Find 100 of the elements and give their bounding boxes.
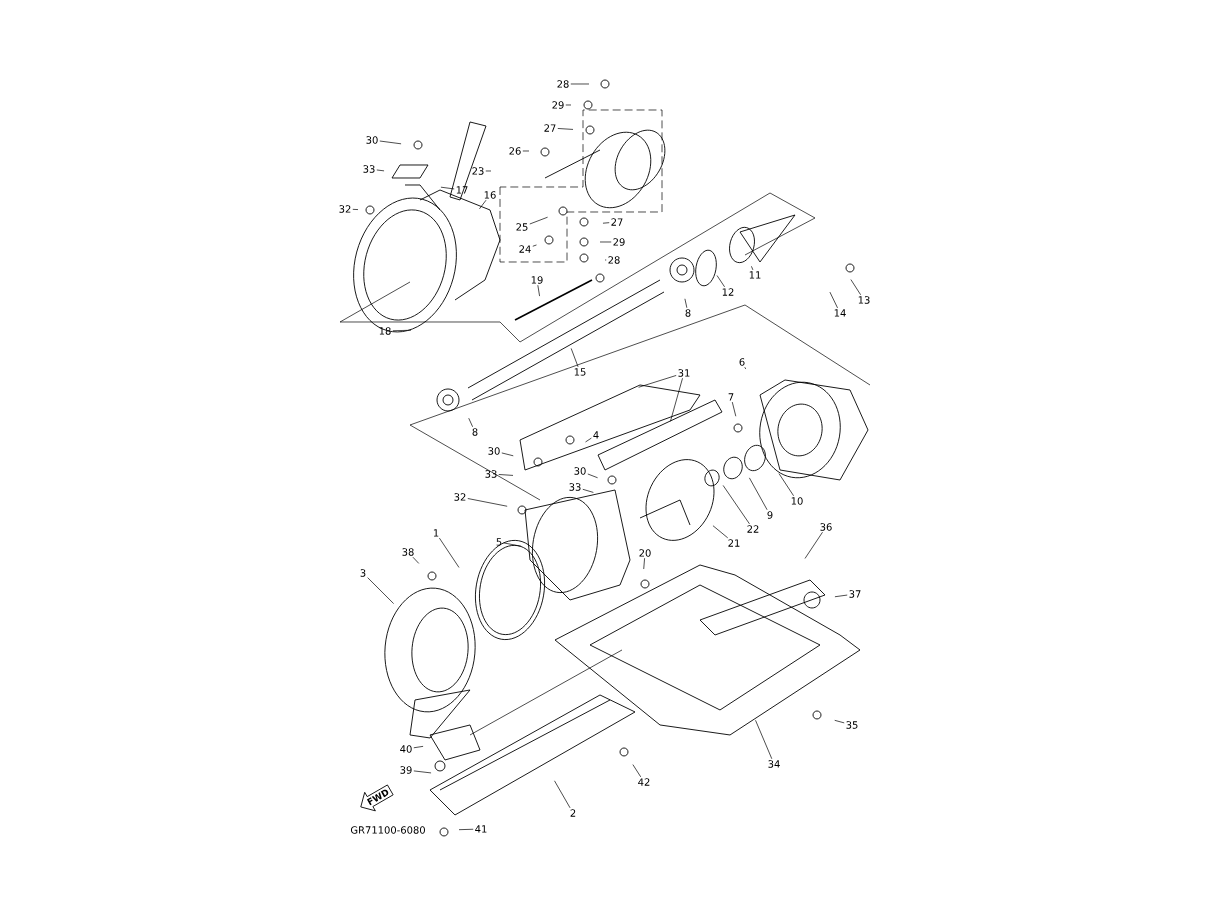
- callout-number: 9: [767, 511, 773, 519]
- leader-line: [755, 719, 773, 760]
- callout-number: 28: [608, 256, 620, 264]
- callout-number: 35: [846, 721, 858, 729]
- callout-number: 33: [485, 470, 497, 478]
- leader-line: [352, 209, 359, 210]
- callout-number: 41: [475, 825, 487, 833]
- callout-number: 30: [574, 467, 586, 475]
- callout-number: 32: [339, 205, 351, 213]
- leader-line: [829, 291, 838, 309]
- callout-number: 5: [496, 538, 502, 546]
- leader-line: [585, 437, 592, 443]
- leader-line: [632, 764, 642, 778]
- leader-line: [479, 199, 487, 210]
- callout-number: 18: [379, 327, 391, 335]
- callout-number: 21: [728, 539, 740, 547]
- leader-line: [834, 719, 845, 724]
- leader-line: [439, 537, 460, 568]
- leader-line: [367, 577, 394, 604]
- leader-line: [599, 241, 612, 243]
- leader-line: [582, 488, 594, 493]
- callout-number: 24: [519, 245, 531, 253]
- leader-line: [392, 329, 412, 332]
- leader-line: [602, 222, 610, 224]
- leader-line: [570, 348, 579, 368]
- callout-number: 6: [739, 358, 745, 366]
- leader-line: [751, 265, 754, 271]
- leader-line: [670, 377, 683, 422]
- callout-number: 4: [593, 431, 599, 439]
- leader-line: [638, 375, 677, 388]
- callout-number: 22: [747, 525, 759, 533]
- leader-line: [413, 746, 424, 749]
- leader-line: [716, 275, 725, 288]
- callout-number: 23: [472, 167, 484, 175]
- callout-number: 16: [484, 191, 496, 199]
- callout-number: 27: [544, 124, 556, 132]
- callout-number: 33: [363, 165, 375, 173]
- callout-number: 1: [433, 529, 439, 537]
- callout-number: 42: [638, 778, 650, 786]
- callout-number: 29: [552, 101, 564, 109]
- callout-number: 7: [728, 393, 734, 401]
- callout-number: 13: [858, 296, 870, 304]
- callout-number: 36: [820, 523, 832, 531]
- leader-line: [458, 828, 474, 831]
- leader-line: [485, 170, 492, 172]
- part-code: GR71100-6080: [350, 826, 425, 834]
- callout-number: 31: [678, 369, 690, 377]
- callout-number: 33: [569, 483, 581, 491]
- callout-number: 25: [516, 223, 528, 231]
- callout-number: 2: [570, 809, 576, 817]
- leader-line: [532, 244, 537, 247]
- callout-number: 28: [557, 80, 569, 88]
- callout-number: 15: [574, 368, 586, 376]
- callout-number: 39: [400, 766, 412, 774]
- leader-line: [554, 780, 571, 809]
- callout-number: 34: [768, 760, 780, 768]
- leader-line: [498, 474, 514, 476]
- callout-number: 19: [531, 276, 543, 284]
- leader-line: [468, 417, 473, 428]
- callout-number: 29: [613, 238, 625, 246]
- leader-line: [522, 150, 530, 152]
- leader-line: [850, 279, 861, 296]
- leader-line: [722, 485, 750, 525]
- leader-line: [537, 284, 540, 297]
- leader-line: [565, 104, 572, 106]
- callout-number: 10: [791, 497, 803, 505]
- leader-line: [834, 594, 848, 598]
- callout-number: 26: [509, 147, 521, 155]
- callout-number: 3: [360, 569, 366, 577]
- callout-number: 17: [456, 186, 468, 194]
- leader-line: [570, 83, 590, 85]
- callout-number: 8: [472, 428, 478, 436]
- callout-number: 12: [722, 288, 734, 296]
- callout-number: 30: [488, 447, 500, 455]
- leader-line: [529, 216, 548, 225]
- leader-line: [412, 556, 420, 564]
- leader-line: [684, 298, 688, 309]
- leader-line: [587, 473, 598, 479]
- leader-line: [778, 473, 794, 497]
- callout-number: 38: [402, 548, 414, 556]
- leader-line: [804, 531, 823, 559]
- leader-line: [501, 452, 514, 457]
- callout-number: 20: [639, 549, 651, 557]
- leader-line: [643, 557, 645, 570]
- callout-number: 14: [834, 309, 846, 317]
- leader-line: [467, 498, 508, 507]
- leader-line: [744, 366, 747, 370]
- leader-line: [731, 401, 737, 417]
- callout-number: 11: [749, 271, 761, 279]
- leader-line: [440, 186, 455, 190]
- callout-number: 40: [400, 745, 412, 753]
- callout-number: 8: [685, 309, 691, 317]
- leader-line: [503, 542, 522, 547]
- callout-number: 37: [849, 590, 861, 598]
- leader-line: [712, 525, 729, 539]
- leader-line: [413, 770, 432, 774]
- leader-line: [379, 140, 402, 145]
- leader-line: [376, 169, 385, 172]
- callout-number: 27: [611, 218, 623, 226]
- leader-line: [557, 128, 574, 130]
